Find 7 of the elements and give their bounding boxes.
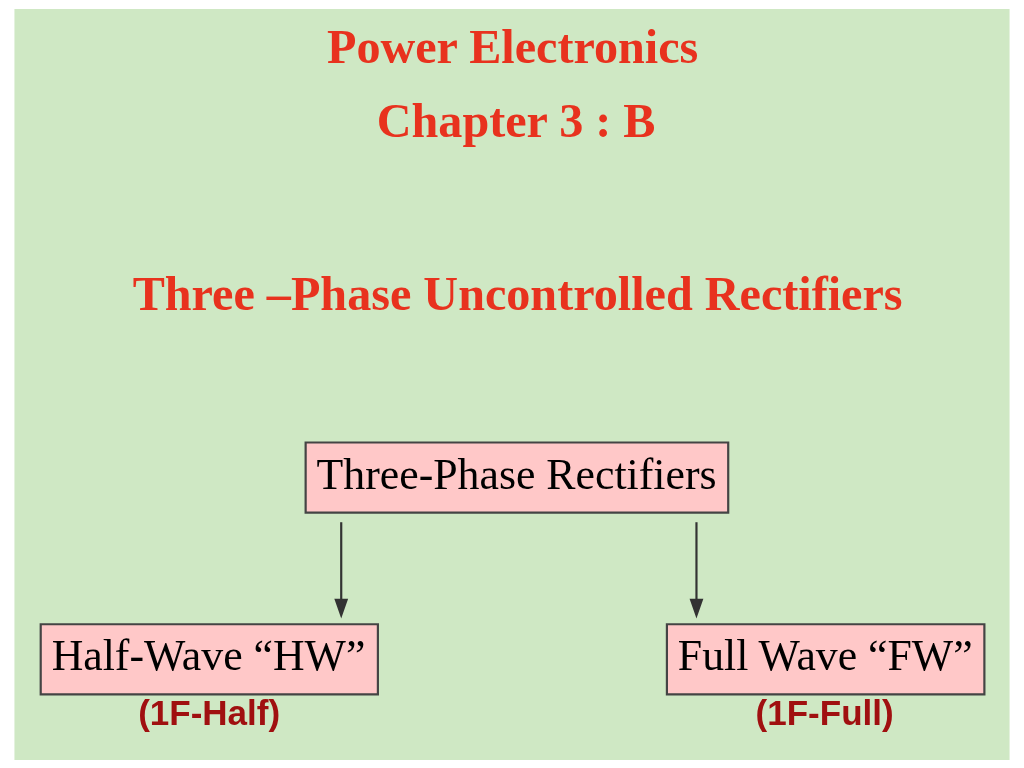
node-label: (1F-Full) — [755, 692, 894, 732]
arrow — [689, 521, 704, 619]
node-label: (1F-Half) — [138, 692, 281, 732]
diagram-title: Power Electronics — [326, 19, 699, 73]
arrow — [334, 521, 349, 619]
label: Chapter 3 : B — [376, 93, 656, 147]
label: Three –Phase Uncontrolled Rectifiers — [132, 266, 903, 320]
